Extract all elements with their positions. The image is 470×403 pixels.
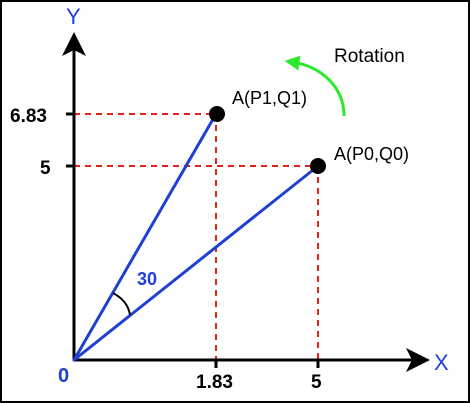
vector-p0: [72, 164, 320, 362]
x-axis-label: X: [434, 350, 449, 375]
y-tick-label-5: 5: [40, 158, 51, 179]
guide-lines: [74, 113, 319, 360]
rotation-label: Rotation: [334, 46, 405, 67]
point-p0-label: A(P0,Q0): [334, 144, 409, 164]
angle-arc: [112, 292, 131, 316]
tick-marks: [66, 112, 320, 368]
rotation-arrow-icon: [284, 55, 346, 117]
axes: [72, 50, 414, 362]
origin-label: 0: [58, 365, 69, 387]
y-axis-arrow-icon: [62, 32, 86, 56]
vector-p1: [72, 112, 218, 362]
point-p1-label: A(P1,Q1): [232, 88, 307, 108]
x-tick-label-1-83: 1.83: [196, 372, 233, 393]
x-tick-label-5: 5: [311, 372, 322, 393]
x-axis-arrow-icon: [406, 348, 430, 372]
y-tick-label-6-83: 6.83: [10, 106, 47, 127]
point-p1: [209, 106, 225, 122]
point-p0: [310, 158, 326, 174]
vectors: [72, 112, 320, 362]
y-axis-label: Y: [66, 4, 81, 29]
angle-label: 30: [137, 269, 157, 289]
